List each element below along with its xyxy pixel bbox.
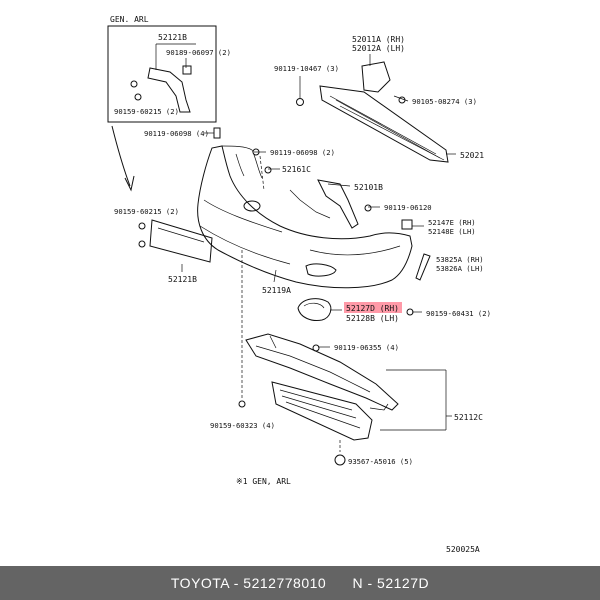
label-52112C: 52112C: [454, 413, 483, 422]
retainer-icon: [401, 219, 413, 230]
label-90159-60215-inset: 90159-60215 (2): [114, 107, 179, 116]
highlight-52127D: [344, 302, 402, 313]
label-93567-A5016: 93567-A5016 (5): [348, 457, 413, 466]
label-90119-06098-4: 90119-06098 (4): [144, 129, 209, 138]
label-52147E: 52147E (RH): [428, 218, 476, 227]
bolt-icon: [296, 98, 304, 106]
bumper-cover-52119A: [197, 145, 413, 289]
label-52101B: 52101B: [354, 183, 383, 192]
bolt-icon: [312, 344, 320, 352]
label-52119A: 52119A: [262, 286, 291, 295]
footer-part-numbers: TOYOTA - 5212778010 N - 52127D: [170, 575, 430, 591]
label-90159-60431: 90159-60431 (2): [426, 309, 491, 318]
footer-bar: TOYOTA - 5212778010 N - 52127D: [0, 566, 600, 600]
label-90189-06097: 90189-06097 (2): [166, 48, 231, 57]
label-52021: 52021: [460, 151, 484, 160]
clip-icon: [213, 127, 221, 139]
label-90105-08274: 90105-08274 (3): [412, 97, 477, 106]
label-52148E: 52148E (LH): [428, 227, 476, 236]
label-52121B-bottom: 52121B: [168, 275, 197, 284]
bracket-52121B: [147, 67, 191, 113]
seal-strip-53825A: [415, 253, 431, 281]
reinforcement-bracket: [361, 61, 391, 93]
bolt-icon: [264, 166, 272, 174]
label-52121B-top: 52121B: [158, 33, 187, 42]
pointer-arrow-icon: [124, 175, 135, 192]
label-52161C: 52161C: [282, 165, 311, 174]
label-53825A: 53825A (RH): [436, 255, 484, 264]
label-90119-06120: 90119-06120: [384, 203, 432, 212]
screw-icon: [334, 454, 346, 466]
footnote: ※1 GEN, ARL: [236, 477, 291, 486]
label-90159-60323: 90159-60323 (4): [210, 421, 275, 430]
figure-id: 520025A: [446, 545, 480, 554]
label-52011A: 52011A (RH): [352, 35, 405, 44]
label-90119-06355: 90119-06355 (4): [334, 343, 399, 352]
bolt-icon: [138, 240, 146, 248]
inset-frame: [107, 25, 217, 123]
label-52127D: 52127D (RH): [346, 304, 399, 313]
clip-icon: [182, 65, 192, 75]
bracket-52101B: [317, 179, 359, 229]
fog-lamp-opening: [305, 263, 337, 277]
reinforcement-beam-52021: [319, 85, 449, 163]
license-plate-bracket-52121B: [149, 219, 213, 263]
label-90119-06098-2: 90119-06098 (2): [270, 148, 335, 157]
lower-absorber: [245, 333, 399, 411]
bolt-icon: [130, 80, 138, 88]
bolt-icon: [134, 93, 142, 101]
inset-title: GEN. ARL: [110, 15, 149, 24]
emblem-icon: [243, 200, 261, 212]
label-52128B: 52128B (LH): [346, 314, 399, 323]
fog-cover-52127D: [297, 298, 332, 321]
label-52012A: 52012A (LH): [352, 44, 405, 53]
bolt-icon: [406, 308, 414, 316]
bolt-icon: [138, 222, 146, 230]
label-90159-60215: 90159-60215 (2): [114, 207, 179, 216]
lower-grille-52112C: [271, 381, 373, 441]
bolt-icon: [398, 96, 406, 104]
bumper-exploded-diagram: GEN. ARL 52121B 90189-06097 (2) 90159-60…: [107, 15, 491, 554]
label-53826A: 53826A (LH): [436, 264, 484, 273]
label-90119-10467: 90119-10467 (3): [274, 64, 339, 73]
bolt-icon: [364, 204, 372, 212]
bolt-icon: [238, 400, 246, 408]
